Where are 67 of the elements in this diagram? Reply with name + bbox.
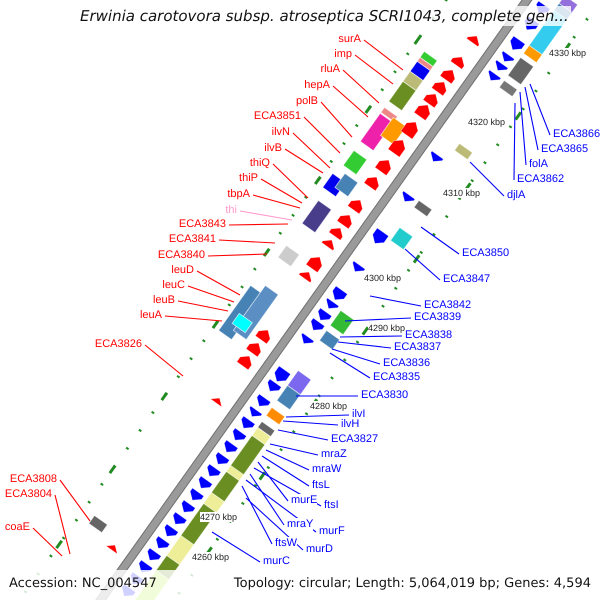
leader-line xyxy=(282,420,338,426)
scale-label: 4310 kbp xyxy=(443,188,480,198)
leader-line xyxy=(178,300,228,312)
leader-line xyxy=(196,270,240,296)
leader-line xyxy=(342,70,380,104)
leader-line xyxy=(284,148,324,174)
leader-line xyxy=(242,486,272,544)
leader-line xyxy=(246,498,304,550)
leader-line xyxy=(60,480,90,522)
leader-line xyxy=(229,223,288,226)
scale-label: 4290 kbp xyxy=(368,323,406,333)
gene-label: mraY xyxy=(287,518,314,531)
leader-line xyxy=(524,86,539,150)
leader-line xyxy=(240,210,292,221)
leader-line xyxy=(188,285,234,303)
leader-line xyxy=(354,54,394,84)
accession-text: Accession: NC_004547 xyxy=(9,576,157,592)
leader-line xyxy=(320,102,352,138)
leader-line xyxy=(208,253,268,257)
leader-line xyxy=(364,40,404,70)
leader-line xyxy=(266,450,310,470)
scale-label: 4260 kbp xyxy=(192,552,230,562)
scale-label: 4330 kbp xyxy=(549,48,586,58)
leader-line xyxy=(404,248,440,280)
gene-label: murE xyxy=(291,494,318,507)
scale-label: 4270 kbp xyxy=(200,512,238,522)
leader-line xyxy=(252,194,300,209)
leader-line xyxy=(420,226,460,254)
leader-line xyxy=(262,456,310,486)
leader-line xyxy=(332,348,380,365)
leader-line xyxy=(470,162,504,196)
gene-label: djlA xyxy=(507,189,526,202)
leader-line xyxy=(54,494,71,554)
leader-line xyxy=(260,178,302,204)
leader-line xyxy=(529,84,551,136)
gene-label: polB xyxy=(296,95,318,108)
leader-line xyxy=(164,315,222,322)
leader-line xyxy=(286,414,350,418)
leader-line xyxy=(270,443,318,456)
leader-line xyxy=(519,92,527,166)
leader-line xyxy=(332,86,368,118)
leader-line xyxy=(250,474,284,526)
gene-label: tbpA xyxy=(227,188,250,201)
leader-line xyxy=(344,317,412,322)
leader-line xyxy=(370,295,422,307)
gene-label: hepA xyxy=(304,79,330,92)
leader-line xyxy=(218,239,276,244)
genome-info-text: Topology: circular; Length: 5,064,019 bp; Genes: 4,594 xyxy=(234,576,591,592)
leader-line xyxy=(330,352,370,378)
leader-line xyxy=(144,344,184,376)
leader-line xyxy=(513,103,516,180)
leader-line xyxy=(272,164,308,198)
gene-label: imp xyxy=(334,48,352,61)
leader-line xyxy=(304,116,340,154)
leader-line xyxy=(292,132,330,168)
scale-label: 4300 kbp xyxy=(364,273,402,283)
title: Erwinia carotovora subsp. atroseptica SCRI1043, complete gen... xyxy=(78,6,571,26)
leader-line xyxy=(212,532,260,562)
scale-label: 4320 kbp xyxy=(468,117,506,127)
leader-line xyxy=(340,335,402,338)
leader-line xyxy=(296,395,358,397)
leader-line xyxy=(278,429,328,441)
scale-label: 4280 kbp xyxy=(310,401,348,411)
leader-line xyxy=(338,341,392,349)
leader-line xyxy=(258,462,288,502)
gene-label: thiQ xyxy=(250,157,270,170)
leader-line xyxy=(32,528,62,556)
